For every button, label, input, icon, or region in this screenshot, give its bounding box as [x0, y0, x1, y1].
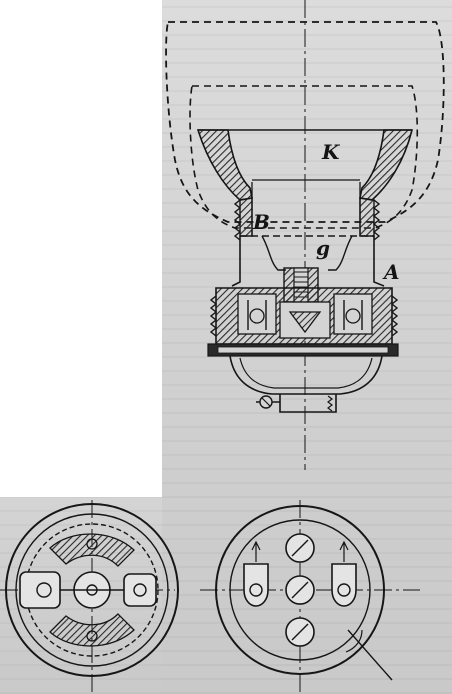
label-k: K: [322, 140, 340, 164]
center-contact: [288, 311, 322, 334]
dashed-glass-inner: [189, 85, 419, 229]
pin-top: [285, 533, 315, 563]
terminal-screw-icon: [256, 395, 280, 409]
left-contact: [249, 308, 265, 324]
lower-segment: [49, 613, 135, 647]
body-inner-left: [261, 235, 286, 271]
label-b: B: [253, 210, 270, 234]
body-right-contour: [373, 236, 385, 287]
funnel-right-wall: [359, 129, 414, 201]
neck-left-teeth: [233, 199, 242, 241]
left-tab: [19, 571, 61, 609]
lower-cup: [229, 355, 383, 395]
right-contact: [345, 308, 361, 324]
body-left-contour: [231, 236, 241, 287]
dashed-glass-outer: [165, 21, 445, 223]
funnel-left-wall: [196, 129, 253, 201]
body-inner-right: [328, 235, 353, 271]
right-tab: [123, 573, 157, 607]
collar-right-teeth: [390, 295, 399, 337]
pointer-line: [347, 629, 393, 681]
label-g: g: [316, 236, 330, 260]
bottom-view-right: [200, 500, 420, 694]
base-outer-circle: [215, 505, 385, 675]
neck-right-teeth: [372, 199, 381, 241]
upper-segment: [49, 533, 135, 567]
bottom-view-left: [0, 500, 179, 694]
neck-left-thread: [239, 197, 253, 237]
collar-left-teeth: [209, 295, 218, 337]
label-a: A: [384, 260, 400, 284]
outer-ring: [5, 503, 179, 677]
left-keyhole: [243, 540, 269, 607]
pin-bottom: [285, 617, 315, 647]
pin-center: [285, 575, 315, 605]
neck-right-thread: [359, 197, 375, 237]
side-section-view: [165, 0, 445, 470]
stem: [279, 394, 337, 413]
right-keyhole: [331, 540, 357, 607]
